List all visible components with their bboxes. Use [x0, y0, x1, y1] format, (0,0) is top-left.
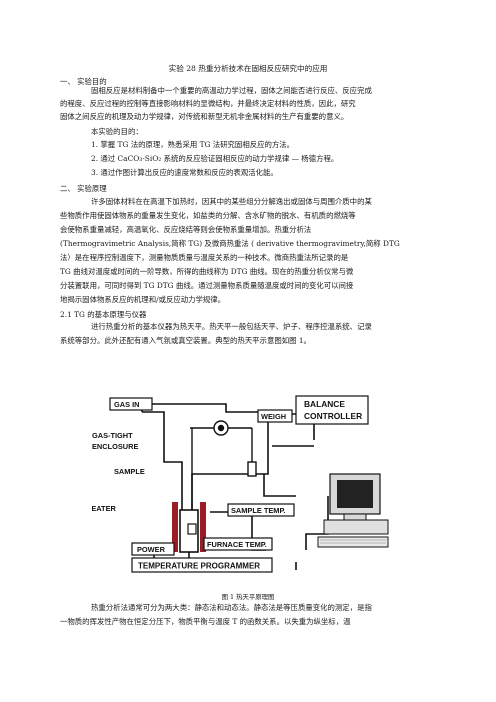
gas-in-label: GAS IN — [114, 400, 139, 409]
section-heading-principle: 二、 实验原理 — [60, 184, 107, 193]
text-line: 固体之间反应的机理及动力学规律，对传统和新型无机非金属材料的生产有重要的意义。 — [60, 112, 349, 121]
text-line: TG 曲线对温度或时间的一阶导数，所得的曲线称为 DTG 曲线。现在的热重分析仪… — [60, 267, 354, 276]
subsection-heading-tg: 2.1 TG 的基本原理与仪器 — [60, 310, 147, 319]
text-line: 固相反应是材料制备中一个重要的高温动力学过程，固体之间能否进行反应、反应完成 — [91, 86, 372, 95]
text-line: 许多固体材料在在高温下加热时，因其中的某些组分分解逸出或固体与周围介质中的某 — [91, 197, 372, 206]
text-line: 些物质作用使固体物系的重量发生变化，如盐类的分解、含水矿物的脱水、有机质的燃烧等 — [60, 211, 356, 220]
weigh-label: WEIGH — [261, 412, 286, 421]
power-label: POWER — [137, 545, 166, 554]
text-line: 地揭示固体物系反应的机理和/或反应动力学规律。 — [60, 295, 226, 304]
enclosure-outline — [142, 403, 269, 512]
figure-caption: 图 1 热天平原理图 — [221, 593, 275, 601]
text-line: 分装置联用，可同时得到 TG DTG 曲线。通过测量物系质量随温度或时间的变化可… — [60, 281, 354, 290]
gas-line — [142, 411, 183, 512]
enclosure-label-1: GAS-TIGHT — [92, 431, 133, 440]
list-item: 1. 掌握 TG 法的原理，熟悉采用 TG 法研究固相反应的方法。 — [91, 140, 295, 149]
list-item: 3. 通过作图计算出反应的速度常数和反应的表观活化能。 — [91, 168, 278, 177]
heater-element-left — [172, 502, 178, 552]
enclosure-label-2: ENCLOSURE — [92, 442, 138, 451]
text-line: 热重分析法通常可分为两大类：静态法和动态法。静态法是等压质量变化的测定，是指 — [91, 603, 372, 612]
controller-label: CONTROLLER — [304, 411, 362, 421]
heater-element-right — [200, 502, 206, 552]
diagram-svg: GAS IN WEIGH BALANCE CONTROLLER GAS-TIGH… — [86, 395, 389, 573]
text-line: 系统等部分。此外还配有通入气氛或真空装置。典型的热天平示意图如图 1。 — [60, 336, 311, 345]
balance-beam — [190, 420, 257, 510]
heater-label: HEATER — [92, 504, 116, 513]
section-heading-aims: 一、 实验目的 — [60, 77, 107, 86]
text-line: 会使物系重量减轻，高温氧化、反应烧结等则会使物系重量增加。热重分析法 — [60, 225, 312, 234]
aims-intro: 本实验的目的： — [91, 127, 143, 136]
programmer-label: TEMPERATURE PROGRAMMER — [138, 562, 260, 571]
list-item: 2. 通过 CaCO₃-SiO₂ 系统的反应验证固相反应的动力学规律 — 杨德方… — [91, 154, 339, 163]
computer-icon — [317, 473, 389, 548]
sample-temp-label: SAMPLE TEMP. — [231, 506, 285, 515]
text-line: (Thermogravimetric Analysis,简称 TG) 及微商热重… — [60, 239, 400, 248]
page-title: 实验 28 热重分析技术在固相反应研究中的应用 — [168, 64, 328, 73]
sample-crucible — [187, 523, 197, 535]
text-line: 的程度、反应过程的控制等直接影响材料的显微结构，并最终决定材料的性质，因此，研究 — [60, 99, 356, 108]
thermobalance-diagram: GAS IN WEIGH BALANCE CONTROLLER GAS-TIGH… — [86, 392, 412, 582]
text-line: 一物质的挥发性产物在恒定分压下，物质平衡与温度 T 的函数关系。以失重为纵坐标，… — [60, 617, 351, 626]
sample-label: SAMPLE — [114, 467, 145, 476]
furnace-temp-label: FURNACE TEMP. — [207, 540, 267, 549]
text-line: 法）是在程序控制温度下，测量物质质量与温度关系的一种技术。微商热重法所记录的是 — [60, 253, 349, 262]
text-line: 进行热重分析的基本仪器为热天平。热天平一般包括天平、炉子、程序控温系统、记录 — [91, 322, 372, 331]
balance-label: BALANCE — [304, 399, 345, 409]
